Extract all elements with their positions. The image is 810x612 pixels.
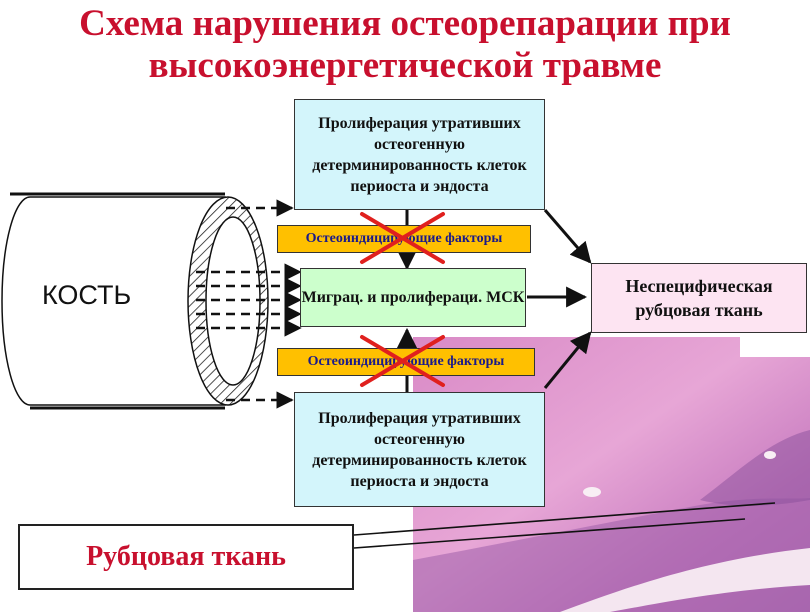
dashed-arrows [196,199,302,409]
top-proliferation-box: Пролиферация утративших остеогенную дете… [294,99,545,210]
bone-label: КОСТЬ [42,280,132,310]
cross-top-stroke-2 [360,212,445,264]
cross-bottom-stroke-2 [360,335,445,387]
msc-box: Миграц. и пролифераци. МСК [300,268,526,327]
bottom-proliferation-box: Пролиферация утративших остеогенную дете… [294,392,545,507]
title-line-2: высокоэнергетической травме [148,45,662,86]
bone-cylinder [1,192,269,410]
scar-tissue-label: Рубцовая ткань [18,524,354,590]
nonspecific-scar-box: Неспецифическая рубцовая ткань [591,263,807,333]
title-line-1: Схема нарушения остеорепарации при [79,3,731,44]
scar-callout-lines [353,502,776,549]
